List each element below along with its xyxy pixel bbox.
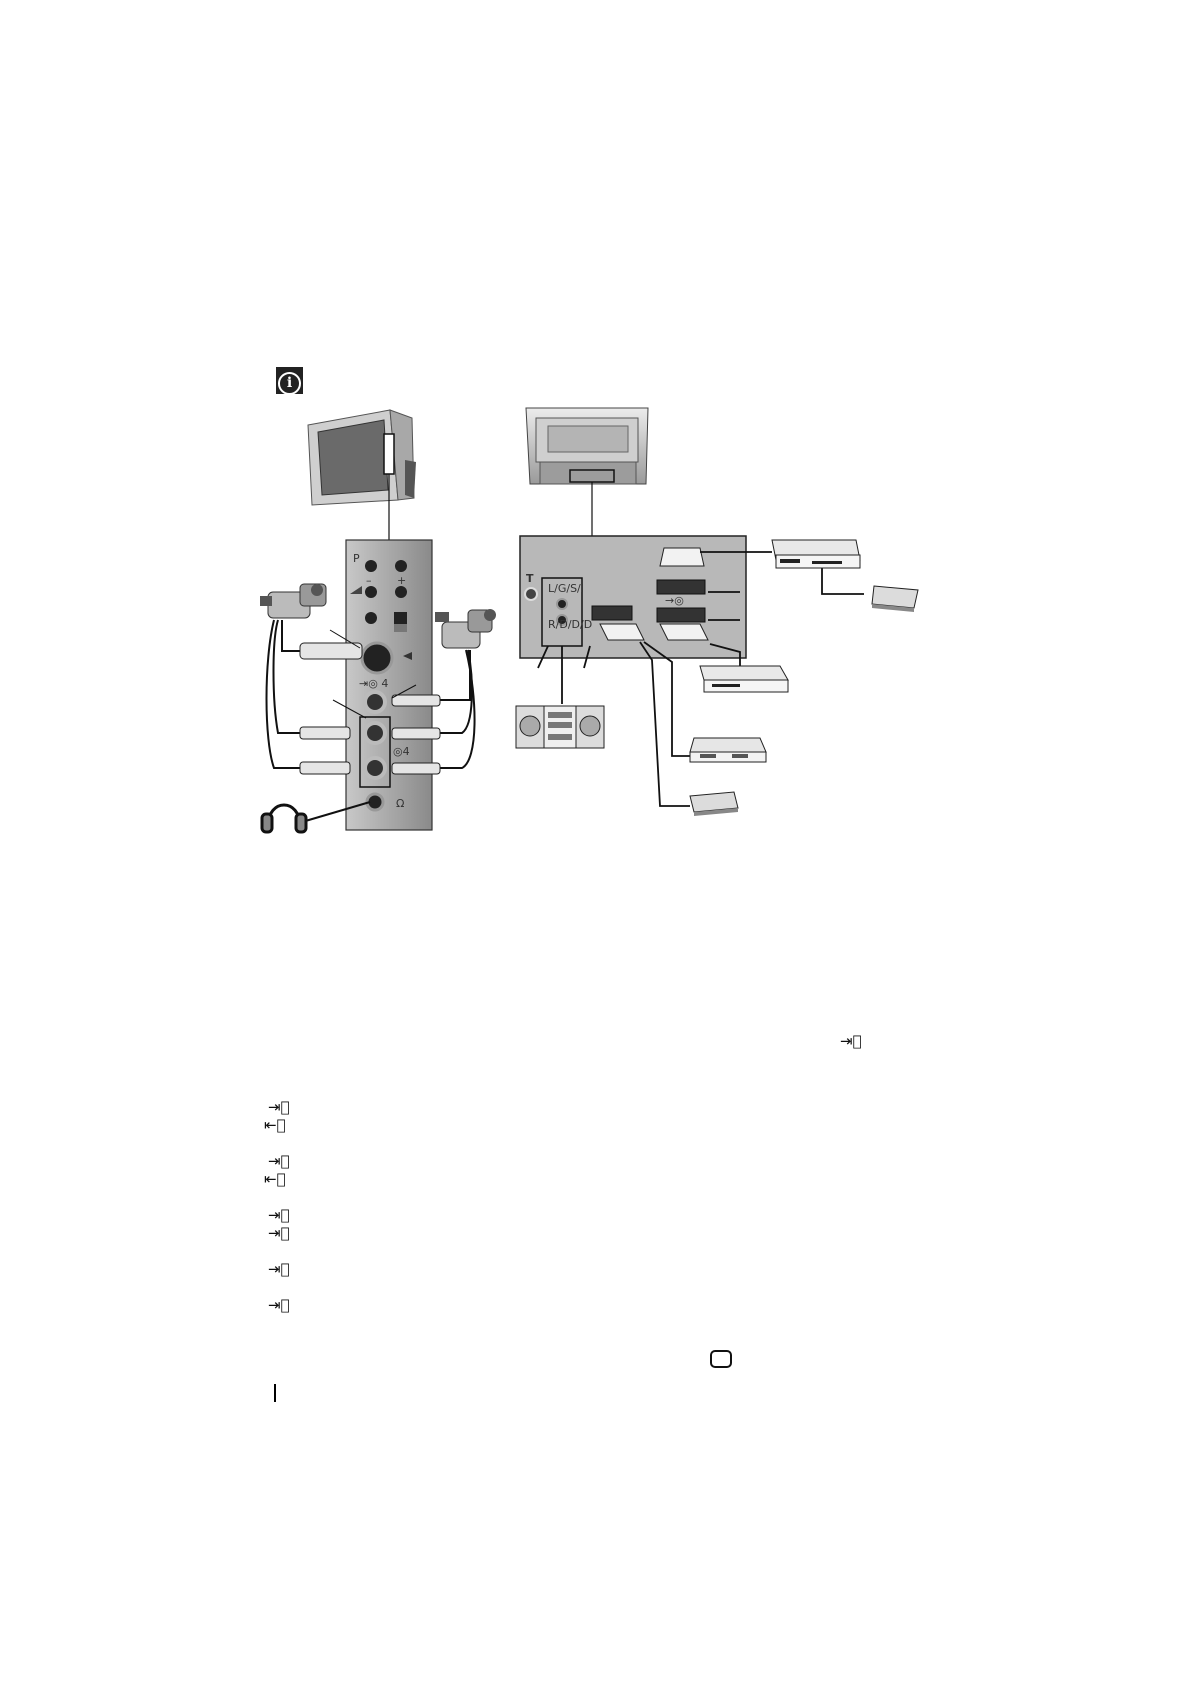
program-plus-button[interactable]	[395, 560, 407, 572]
tv-mode-icon	[710, 1350, 732, 1368]
rear-tv-illustration	[525, 407, 649, 485]
scart-1-socket[interactable]	[656, 579, 706, 595]
scart-2-socket[interactable]	[656, 607, 706, 623]
antenna-socket[interactable]	[524, 587, 538, 601]
input-icon: ⇥⃞	[268, 1260, 290, 1278]
input-icon: ⇥⃞	[268, 1152, 290, 1170]
audio-right-jack[interactable]	[363, 756, 387, 780]
audio-out-right[interactable]	[556, 614, 568, 626]
dvd-player-icon	[699, 665, 789, 693]
headphones-icon	[260, 803, 308, 834]
right-cables	[440, 649, 476, 769]
antenna-symbol: T	[526, 572, 534, 585]
right-plugs	[391, 694, 441, 775]
volume-minus-button[interactable]	[365, 586, 377, 598]
av-output-icon: ⇤⃞	[264, 1116, 286, 1134]
input-select-button[interactable]	[365, 612, 377, 624]
front-tv-illustration	[307, 409, 416, 506]
svg-text:◎4: ◎4	[393, 745, 410, 758]
program-minus-button[interactable]	[365, 560, 377, 572]
video-jack[interactable]	[363, 690, 387, 714]
headphone-symbol: Ω	[396, 797, 404, 810]
front-label-minus: –	[366, 574, 372, 587]
volume-plus-button[interactable]	[395, 586, 407, 598]
info-icon: i	[276, 367, 303, 395]
rear-label-rdsd: R/D/D/D	[548, 618, 592, 631]
front-label-p: P	[353, 552, 360, 565]
input-icon: ⇥⃞	[268, 1098, 290, 1116]
audio-left-jack[interactable]	[363, 721, 387, 745]
menu-button[interactable]	[394, 612, 407, 624]
decoder-bottom-icon	[689, 791, 739, 816]
front-label-plus: +	[397, 574, 406, 587]
scart-plugs	[599, 547, 709, 641]
front-input-4-label: ⇥◎ 4	[359, 677, 388, 690]
vcr-top-icon	[771, 539, 861, 569]
camcorder-right-icon	[435, 609, 496, 649]
page-margin-rule	[274, 1384, 276, 1402]
audio-jacks-frame	[359, 716, 391, 788]
left-plugs	[299, 642, 363, 775]
rear-label-lgsa: L/G/S/I	[548, 582, 584, 595]
front-panel: P – + ⇥◎ 4 ◎4 Ω	[345, 539, 433, 831]
rear-cables	[537, 551, 864, 807]
input-icon: ⇥⃞	[840, 1032, 862, 1050]
volume-icon	[350, 586, 362, 594]
s-video-socket[interactable]	[360, 641, 394, 675]
svg-text:→◎: →◎	[665, 594, 684, 607]
decoder-right-icon	[871, 585, 919, 612]
input-icon: ⇥⃞	[268, 1206, 290, 1224]
front-pointer-lines	[329, 629, 417, 719]
left-cables	[265, 619, 371, 823]
camcorder-left-icon	[260, 583, 327, 619]
hifi-system-icon	[515, 705, 605, 749]
input-icon: ⇥⃞	[268, 1224, 290, 1242]
av-output-icon: ⇤⃞	[264, 1170, 286, 1188]
game-console-icon	[689, 737, 767, 763]
front-input-highlight	[383, 433, 395, 475]
input-icon: ⇥⃞	[268, 1296, 290, 1314]
audio-out-left[interactable]	[556, 598, 568, 610]
scart-3-socket[interactable]	[591, 605, 633, 621]
